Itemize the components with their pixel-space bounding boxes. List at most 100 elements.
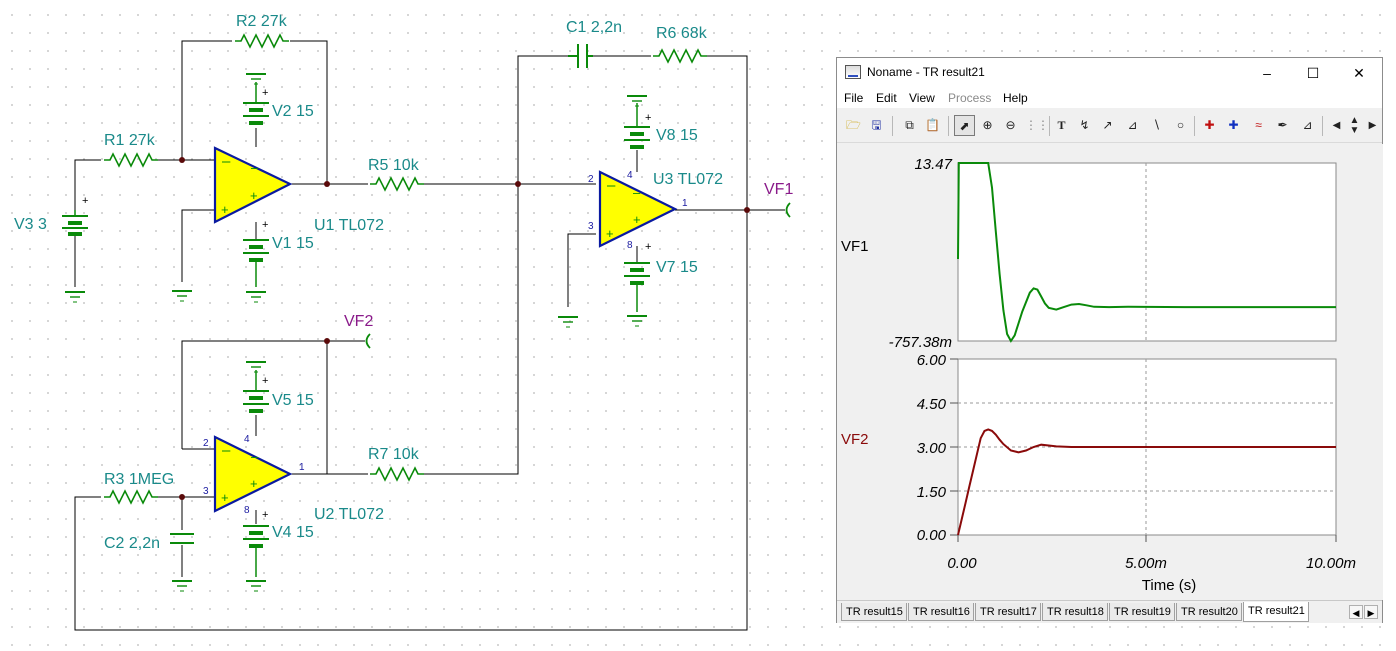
svg-text:+: + [262,375,268,387]
wires [74,40,785,631]
ellipse-icon[interactable]: ○ [1176,118,1185,132]
battery-v8[interactable] [624,103,650,149]
svg-text:+: + [250,188,258,203]
minimize-button[interactable]: – [1263,65,1271,81]
menu-file[interactable]: File [844,91,864,105]
menu-process: Process [948,91,992,105]
grid-icon[interactable]: ⋮⋮ [1025,118,1049,132]
label-curve-icon[interactable]: ↯ [1079,118,1090,132]
pin-u2-vp: 4 [244,434,250,445]
vf2-ytick-150: 1.50 [917,484,947,501]
label-r7: R7 10k [368,446,420,463]
text-icon[interactable]: T [1057,118,1066,132]
svg-text:+: + [262,219,268,231]
capacitor-c2[interactable] [170,533,194,544]
tr-result-window[interactable]: Noname - TR result21 – ☐ ✕ File Edit Vie… [836,57,1383,623]
tab-tr-result19[interactable]: TR result19 [1109,603,1175,621]
result-plot-area[interactable]: 13.47 -757.38m VF1 6.00 4.50 3.00 1.50 0… [838,144,1383,600]
svg-text:+: + [262,509,268,521]
resistor-r7[interactable] [369,467,425,481]
battery-v4[interactable] [243,525,269,577]
open-icon[interactable]: 🗁 [846,118,861,132]
tab-tr-result21[interactable]: TR result21 [1243,602,1309,622]
label-vf2: VF2 [344,313,373,330]
label-v8: V8 15 [656,127,698,144]
battery-v1[interactable] [243,239,269,287]
step-icon[interactable]: ⊿ [1302,118,1313,132]
scroll-left-icon[interactable]: ◀ [1332,120,1341,131]
zoom-in-icon[interactable]: ⊕ [982,118,993,132]
battery-v7[interactable] [624,262,650,312]
label-v3: V3 3 [14,216,47,233]
menu-edit[interactable]: Edit [876,91,897,105]
label-c1: C1 2,2n [566,19,622,36]
menu-view[interactable]: View [909,91,935,105]
toolbar: 🗁 🖫 ⧉ 📋 ⬈ ⊕ ⊖ ⋮⋮ T ↯ ↗ ⊿ ∖ ○ ✚ ✚ ≈ ✒ ⊿ ◀… [837,110,1382,143]
svg-text:+: + [645,241,651,253]
svg-text:+: + [82,195,88,207]
tab-tr-result18[interactable]: TR result18 [1042,603,1108,621]
cursor-b-icon[interactable]: ✚ [1228,118,1239,132]
resistor-r2[interactable] [234,34,290,48]
capacitor-c1[interactable] [568,44,593,68]
label-c2: C2 2,2n [104,535,160,552]
tabs-scroll-left-button[interactable]: ◀ [1349,605,1363,619]
opamp-u2[interactable]: – + + – [213,435,293,513]
pin-u2-vn: 8 [244,505,250,516]
menu-help[interactable]: Help [1003,91,1028,105]
tab-tr-result15[interactable]: TR result15 [841,603,907,621]
vf2-axis-label: VF2 [841,431,869,448]
svg-text:–: – [607,177,616,194]
vf2-ytick-000: 0.00 [917,527,947,544]
label-r6: R6 68k [656,25,708,42]
tabs-scroll-right-button[interactable]: ▶ [1364,605,1378,619]
resistor-r6[interactable] [652,49,708,63]
battery-v5[interactable] [243,370,269,413]
label-u3: U3 TL072 [653,171,723,188]
line-icon[interactable]: ∖ [1152,118,1161,132]
chart-vf1: 13.47 -757.38m VF1 [841,156,1337,351]
paste-icon[interactable]: 📋 [925,118,940,132]
tab-tr-result20[interactable]: TR result20 [1176,603,1242,621]
pin-u3-in-pos: 3 [588,221,594,232]
cursor-a-icon[interactable]: ✚ [1204,118,1215,132]
pointer-icon[interactable]: ⬈ [954,115,975,136]
title-bar[interactable]: Noname - TR result21 – ☐ ✕ [837,58,1382,88]
zoom-out-icon[interactable]: ⊖ [1005,118,1016,132]
save-icon[interactable]: 🖫 [871,118,882,132]
label-slope-icon[interactable]: ⊿ [1127,118,1138,132]
chart-vf2: 6.00 4.50 3.00 1.50 0.00 VF2 0.00 5.00m … [841,352,1356,594]
battery-plus-marks: + + + + + + + [82,87,651,521]
resistor-r1[interactable] [103,153,159,167]
svg-text:+: + [645,112,651,124]
svg-text:–: – [222,153,231,170]
copy-icon[interactable]: ⧉ [905,118,914,132]
scroll-updown-icon[interactable]: ▲▼ [1349,115,1360,136]
opamp-u3[interactable]: – + + – [598,170,678,248]
close-button[interactable]: ✕ [1353,65,1365,81]
resistor-r3[interactable] [103,490,159,504]
opamp-u1[interactable]: – + + – [213,146,293,224]
label-v7: V7 15 [656,259,698,276]
vf2-ytick-marks [950,358,1337,542]
color-picker-icon[interactable]: ✒ [1277,118,1288,132]
vf1-series-line [957,162,1336,343]
tab-tr-result16[interactable]: TR result16 [908,603,974,621]
window-title: Noname - TR result21 [867,65,985,79]
tab-tr-result17[interactable]: TR result17 [975,603,1041,621]
label-point-icon[interactable]: ↗ [1102,118,1113,132]
probe-vf1-symbol[interactable] [785,202,791,218]
battery-v3[interactable] [62,210,88,236]
vf2-ytick-300: 3.00 [917,440,947,457]
maximize-button[interactable]: ☐ [1306,65,1320,81]
resistor-r5[interactable] [369,177,425,191]
svg-text:+: + [250,476,258,491]
probe-vf2-symbol[interactable] [365,333,371,349]
scroll-right-icon[interactable]: ▶ [1368,120,1377,131]
label-r2: R2 27k [236,13,288,30]
curve-add-icon[interactable]: ≈ [1255,118,1262,132]
vf2-ytick-600: 6.00 [917,352,947,369]
battery-v2[interactable] [243,82,269,125]
vf2-ytick-450: 4.50 [917,396,947,413]
